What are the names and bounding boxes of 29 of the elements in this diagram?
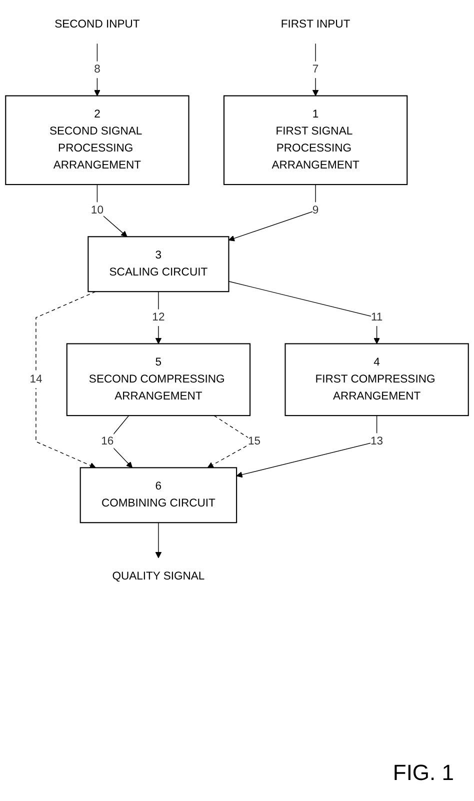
edge-label: 7 xyxy=(312,63,319,76)
arrow xyxy=(155,522,162,558)
edge-label: 10 xyxy=(90,204,104,216)
node-text: QUALITY SIGNAL xyxy=(112,570,205,582)
edge-label: 14 xyxy=(30,373,42,386)
arrow xyxy=(94,43,100,96)
arrow xyxy=(155,291,162,344)
edge-label: 15 xyxy=(248,435,261,448)
node-box: 5 SECOND COMPRESSING ARRANGEMENT xyxy=(66,343,251,416)
node-box: 6 COMBINING CIRCUIT xyxy=(80,467,238,524)
figure-label: FIG. 1 xyxy=(392,760,454,786)
arrow xyxy=(228,281,380,344)
arrow xyxy=(312,43,319,96)
node-box: 4 FIRST COMPRESSING ARRANGEMENT xyxy=(284,343,469,416)
edge-label: 8 xyxy=(94,63,100,76)
arrow xyxy=(96,184,128,237)
node-text: SECOND INPUT xyxy=(54,18,140,30)
node-box: 3 SCALING CIRCUIT xyxy=(88,236,230,292)
edge-label: 13 xyxy=(370,435,384,448)
edge-label: 16 xyxy=(101,435,114,448)
edge-label: 9 xyxy=(312,204,319,216)
arrow xyxy=(228,184,316,242)
arrow xyxy=(36,291,96,468)
arrow xyxy=(236,415,378,478)
node-text: FIRST INPUT xyxy=(280,18,350,30)
edge-label: 11 xyxy=(370,311,383,324)
node-box: 2 SECOND SIGNAL PROCESSING ARRANGEMENT xyxy=(5,95,190,186)
node-box: 1 FIRST SIGNAL PROCESSING ARRANGEMENT xyxy=(223,95,408,186)
edge-label: 12 xyxy=(152,311,165,324)
